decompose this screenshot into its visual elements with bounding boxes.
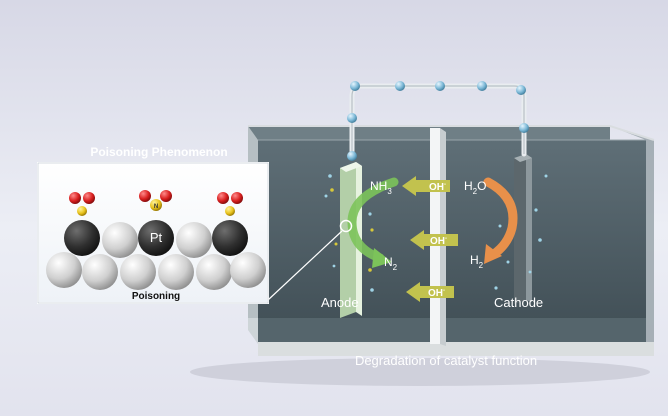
electron-bead (477, 81, 487, 91)
electron-bead (435, 81, 445, 91)
adsorbate-middle: N (139, 190, 172, 211)
adsorbate-left (69, 192, 95, 216)
poisoned-pt-atom (212, 220, 248, 256)
poisoned-pt-atom (138, 220, 174, 256)
cathode-label: Cathode (494, 295, 543, 310)
electron-bead (395, 81, 405, 91)
pt-lattice-top-row (64, 220, 248, 258)
tank-right-wall (610, 126, 654, 356)
pt-label: Pt (150, 230, 163, 245)
floor-shadow (190, 358, 650, 386)
inset-title: Poisoning Phenomenon (90, 145, 227, 159)
impurity-particles (330, 188, 374, 272)
adsorbate-right (217, 192, 243, 216)
hydroxide-arrow-top (402, 176, 450, 196)
anode-label: Anode (321, 295, 359, 310)
degradation-caption: Degradation of catalyst function (355, 353, 537, 368)
magnifier-pointer (267, 219, 353, 301)
electron-bead (519, 123, 529, 133)
anode-reactant-label: NH3 (370, 179, 392, 196)
electron-bead (516, 85, 526, 95)
electron-bead (347, 113, 357, 123)
anode-product-label: N2 (384, 255, 398, 272)
electron-beads (347, 81, 529, 161)
electron-bead (347, 151, 357, 161)
hydroxide-label-mid: OH- (430, 236, 447, 247)
cathode-electrode (514, 154, 532, 304)
hydroxide-arrow-bottom (406, 282, 454, 302)
hydroxide-label-bottom: OH- (428, 288, 445, 299)
cathode-reaction-arrow (483, 177, 518, 264)
pt-lattice-bottom-row (46, 252, 266, 290)
tank-rim (248, 125, 655, 141)
cathode-product-label: H2 (470, 253, 484, 270)
tank-floor (258, 318, 646, 344)
adsorbate-atom-label: N (154, 204, 158, 210)
anode-reaction-arrow (347, 177, 399, 268)
poisoned-pt-atom (64, 220, 100, 256)
hydroxide-arrow-mid (410, 230, 458, 250)
inset-caption: Poisoning (132, 291, 180, 302)
poisoning-inset: N Pt Poisoning (37, 162, 269, 304)
hydroxide-label-top: OH- (429, 182, 446, 193)
tank-base (258, 342, 654, 356)
cathode-reactant-label: H2O (464, 179, 486, 196)
electron-bead (350, 81, 360, 91)
